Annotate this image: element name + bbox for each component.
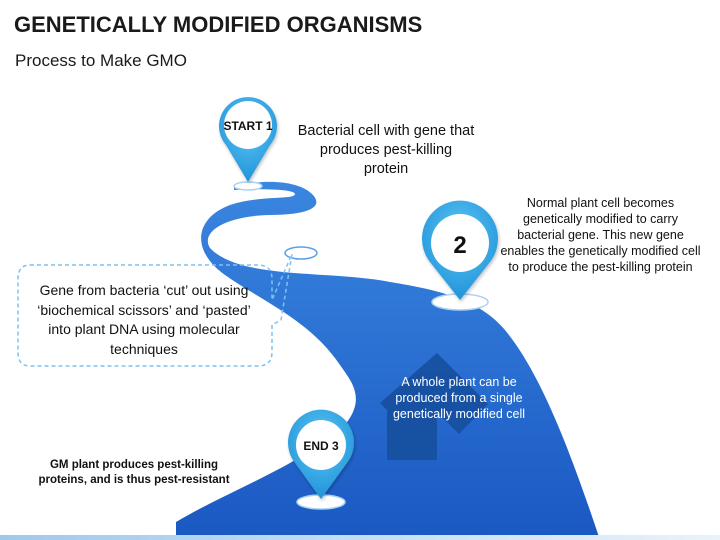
map-pin-icon bbox=[288, 409, 354, 499]
page-title: GENETICALLY MODIFIED ORGANISMS bbox=[14, 12, 423, 37]
page-subtitle: Process to Make GMO bbox=[15, 51, 187, 70]
arrow-description: A whole plant can be produced from a sin… bbox=[392, 375, 525, 421]
end-description: GM plant produces pest-killing proteins,… bbox=[38, 459, 230, 486]
map-pin-icon bbox=[218, 97, 277, 182]
step1-description: Bacterial cell with gene that produces p… bbox=[297, 123, 475, 177]
callout-description: Gene from bacteria ‘cut’ out using ‘bioc… bbox=[37, 282, 251, 357]
footer-bar bbox=[0, 535, 720, 540]
end-marker-label: END 3 bbox=[303, 439, 339, 453]
road-spot bbox=[284, 246, 318, 260]
start-pin-base bbox=[233, 181, 263, 191]
step2-marker-label: 2 bbox=[453, 232, 466, 259]
step2-description: Normal plant cell becomes genetically mo… bbox=[500, 196, 701, 274]
winding-road bbox=[176, 181, 600, 540]
down-left-arrow-icon bbox=[380, 353, 488, 460]
map-pin-icon bbox=[422, 200, 498, 300]
callout-box bbox=[17, 253, 293, 367]
start-marker-label: START 1 bbox=[223, 119, 272, 133]
